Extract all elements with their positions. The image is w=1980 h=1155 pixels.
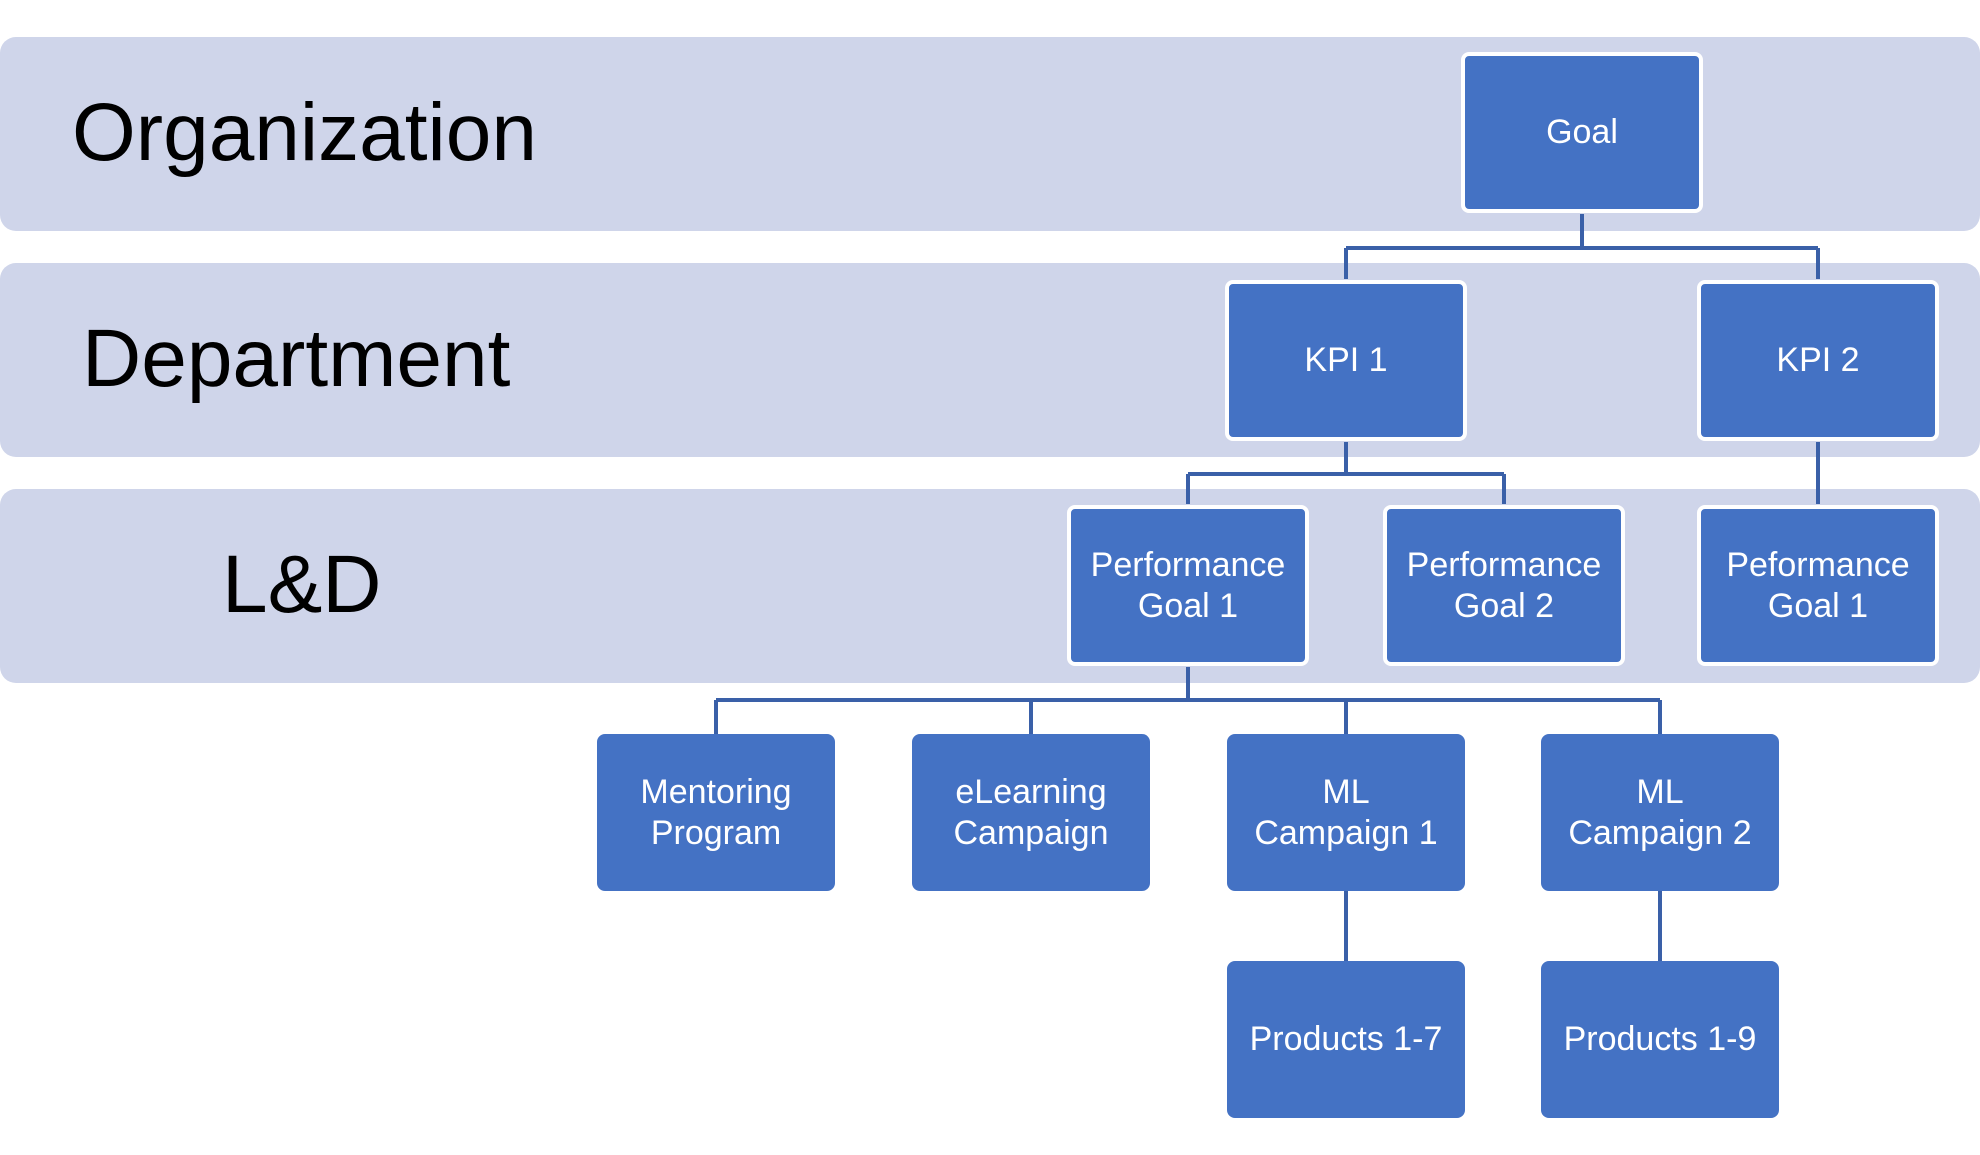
ld-band <box>0 489 1980 683</box>
ml-campaign-1-node: ML Campaign 1 <box>1227 734 1465 891</box>
performance-goal-2-label: Performance Goal 2 <box>1406 545 1602 625</box>
elearning-campaign-label: eLearning Campaign <box>953 772 1109 852</box>
ld-label: L&D <box>222 539 382 630</box>
performance-goal-1-node: Performance Goal 1 <box>1067 505 1309 666</box>
performance-goal-1-label: Performance Goal 1 <box>1090 545 1286 625</box>
kpi1-node-label: KPI 1 <box>1304 341 1388 380</box>
department-label: Department <box>82 313 511 404</box>
products-1-9-label: Products 1-9 <box>1563 1020 1757 1059</box>
products-1-7-label: Products 1-7 <box>1249 1020 1443 1059</box>
performance-goal-2-node: Performance Goal 2 <box>1383 505 1625 666</box>
goal-node: Goal <box>1461 52 1703 213</box>
mentoring-program-node: Mentoring Program <box>597 734 835 891</box>
products-1-9-node: Products 1-9 <box>1541 961 1779 1118</box>
products-1-7-node: Products 1-7 <box>1227 961 1465 1118</box>
ml-campaign-2-node: ML Campaign 2 <box>1541 734 1779 891</box>
peformance-goal-1-label: Peformance Goal 1 <box>1726 545 1910 625</box>
kpi2-node: KPI 2 <box>1697 280 1939 441</box>
organization-label: Organization <box>72 87 537 178</box>
kpi1-node: KPI 1 <box>1225 280 1467 441</box>
ml-campaign-2-label: ML Campaign 2 <box>1568 772 1752 852</box>
department-band <box>0 263 1980 457</box>
elearning-campaign-node: eLearning Campaign <box>912 734 1150 891</box>
peformance-goal-1-node: Peformance Goal 1 <box>1697 505 1939 666</box>
kpi2-node-label: KPI 2 <box>1776 341 1860 380</box>
ml-campaign-1-label: ML Campaign 1 <box>1254 772 1438 852</box>
goal-node-label: Goal <box>1546 113 1618 152</box>
mentoring-program-label: Mentoring Program <box>640 772 792 852</box>
